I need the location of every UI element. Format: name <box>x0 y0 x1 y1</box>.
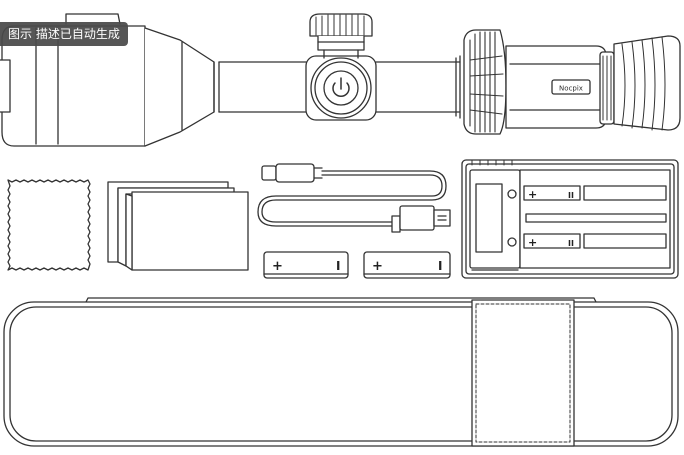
svg-text:+: + <box>528 188 537 201</box>
svg-text:I: I <box>438 259 442 273</box>
image-caption-badge: 图示 描述已自动生成 <box>0 22 128 46</box>
battery-charger: + II + II <box>461 159 679 279</box>
brand-label: Nocpix <box>559 85 583 93</box>
svg-text:I: I <box>336 259 340 273</box>
rifle-scope: Nocpix <box>0 13 681 147</box>
svg-text:II: II <box>568 239 574 248</box>
battery-left: + I <box>263 251 349 279</box>
quick-guide-papers <box>107 181 249 271</box>
carry-case <box>3 297 679 447</box>
svg-text:+: + <box>528 236 537 249</box>
svg-text:II: II <box>568 191 574 200</box>
cleaning-cloth <box>7 179 91 271</box>
usb-cable <box>257 163 451 233</box>
power-icon <box>332 77 350 98</box>
svg-text:+: + <box>272 259 283 274</box>
svg-text:+: + <box>372 259 383 274</box>
battery-right: + I <box>363 251 451 279</box>
